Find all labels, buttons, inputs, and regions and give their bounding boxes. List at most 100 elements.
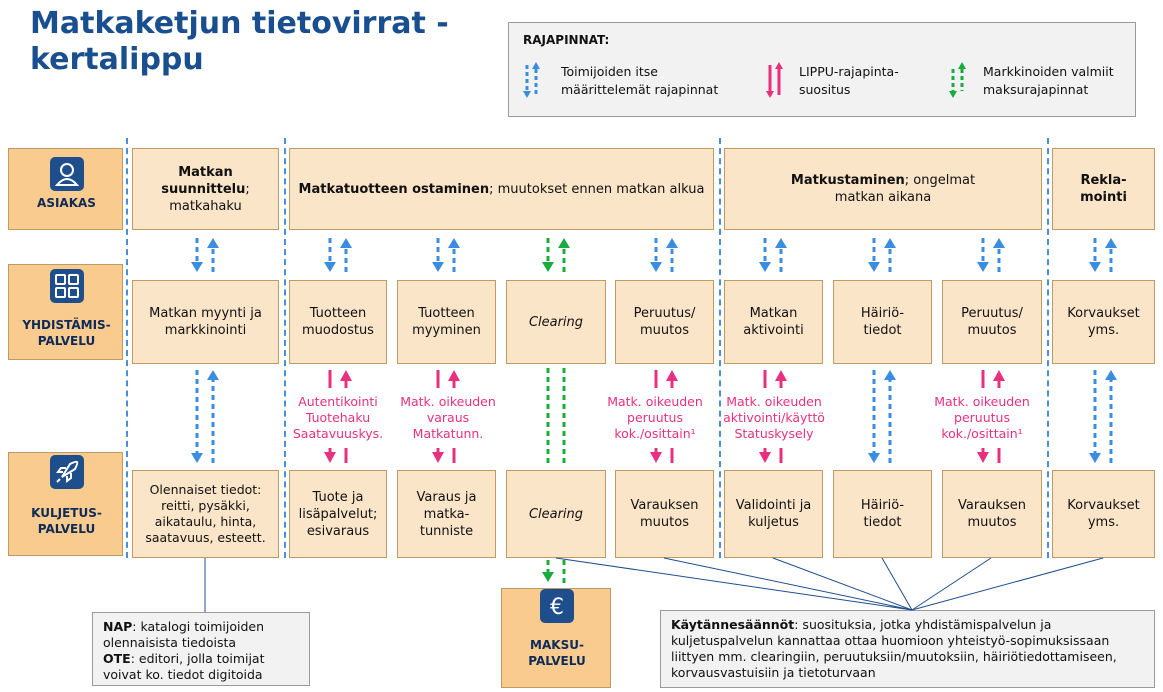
asiakas-reklamointi-box: Rekla-mointi <box>1052 148 1155 230</box>
title-line-1: Matkaketjun tietovirrat - <box>30 6 449 41</box>
yhdistamis-label: Matkan aktivointi <box>743 306 804 338</box>
kaytanto-connector-line <box>555 557 913 611</box>
reklamointi-label: Rekla-mointi <box>1080 173 1127 205</box>
pink-arrow-pair-down-head <box>977 452 989 463</box>
pink-arrow-pair-down-head <box>432 452 444 463</box>
blue-arrow-pair-top-down-head <box>1089 262 1101 272</box>
rocket-icon <box>50 455 84 489</box>
matkustaminen-rest: ; ongelmat matkan aikana <box>834 173 976 205</box>
actor-kuljetus-label-2: PALVELU <box>37 522 96 536</box>
actor-maksu-label-2: PALVELU <box>528 654 586 668</box>
blue-dashed-double-arrow-icon <box>523 62 540 98</box>
kuljetus-box: Häiriö-tiedot <box>833 470 932 558</box>
legend-item-pink: LIPPU-rajapinta-suositus <box>799 64 899 97</box>
kuljetus-label: Validointi ja kuljetus <box>735 498 812 530</box>
pink-arrow-pair-up-head <box>340 370 352 381</box>
green-arrow-pair-top-down-head <box>542 262 554 272</box>
yhdistamis-box: Peruutus/ muutos <box>942 280 1042 364</box>
legend-title: RAJAPINNAT: <box>523 33 610 47</box>
kuljetus-box: Korvaukset yms. <box>1052 470 1155 558</box>
yhdistamis-label: Peruutus/ muutos <box>633 306 696 338</box>
blue-arrow-pair-mid-up-head <box>1105 370 1117 380</box>
kaytanto-key: Käytännesäännöt <box>671 617 795 632</box>
yhdistamis-box: Matkan aktivointi <box>724 280 823 364</box>
ote-text: : editori, jolla toimijat voivat ko. tie… <box>103 651 265 682</box>
blue-arrow-pair-top-down-head <box>759 262 771 272</box>
kuljetus-label: Olennaiset tiedot: reitti, pysäkki, aika… <box>145 482 266 545</box>
nap-text: : katalogi toimijoiden olennaisista tied… <box>103 619 265 650</box>
yhdistamis-label: Tuotteen myyminen <box>412 306 481 338</box>
kuljetus-label: Häiriö-tiedot <box>860 498 905 530</box>
page-title: Matkaketjun tietovirrat - kertalippu <box>30 6 449 78</box>
blue-arrow-pair-top-down-head <box>977 262 989 272</box>
kuljetus-box: Varauksen muutos <box>615 470 714 558</box>
yhdistamis-box: Häiriö-tiedot <box>833 280 932 364</box>
kuljetus-label: Korvaukset yms. <box>1067 498 1140 530</box>
nap-note: NAP: katalogi toimijoiden olennaisista t… <box>92 612 310 686</box>
yhdistamis-box: Korvaukset yms. <box>1052 280 1155 364</box>
column-separator <box>126 138 128 558</box>
blue-arrow-pair-top-up-head <box>993 238 1005 248</box>
blue-arrow-pair-mid-down-head <box>1089 453 1101 463</box>
kuljetus-box: Validointi ja kuljetus <box>724 470 823 558</box>
blue-arrow-pair-top-up-head <box>448 238 460 248</box>
matkustaminen-bold: Matkustaminen <box>790 173 905 188</box>
user-icon <box>50 157 84 191</box>
blue-arrow-pair-top-down-head <box>432 262 444 272</box>
pink-label-aktivointi: Matk. oikeuden aktivointi/käyttö Statusk… <box>723 394 825 441</box>
yhdistamis-box: Tuotteen muodostus <box>289 280 387 364</box>
green-maksu-head <box>542 572 554 582</box>
column-separator <box>284 138 286 558</box>
legend-item-green: Markkinoiden valmiit maksurajapinnat <box>983 64 1114 97</box>
blue-arrow-pair-top-down-head <box>324 262 336 272</box>
actor-maksu-label-1: MAKSU- <box>530 638 584 652</box>
pink-arrow-pair-down-head <box>324 452 336 463</box>
kuljetus-box: Varauksen muutos <box>942 470 1042 558</box>
blue-arrow-pair-top-up-head <box>1105 238 1117 248</box>
legend-item-blue: Toimijoiden itse määrittelemät rajapinna… <box>561 64 719 97</box>
blue-arrow-pair-top-up-head <box>207 238 219 248</box>
blue-arrow-pair-top-up-head <box>775 238 787 248</box>
asiakas-matkustaminen-box: Matkustaminen; ongelmat matkan aikana <box>724 148 1042 230</box>
pink-label-peruutus: Matk. oikeuden peruutus kok./osittain¹ <box>607 394 703 441</box>
kuljetus-label: Tuote ja lisäpalvelut; esivaraus <box>298 489 378 539</box>
pink-arrow-pair-up-head <box>993 370 1005 381</box>
yhdistamis-label: Clearing <box>528 314 584 330</box>
kuljetus-box: Tuote ja lisäpalvelut; esivaraus <box>289 470 387 558</box>
kaytanto-connector-line <box>663 557 913 611</box>
kuljetus-label: Varaus ja matka-tunniste <box>416 489 477 539</box>
kaytanto-text: : suosituksia, jotka yhdistämispalvelun … <box>671 617 1117 680</box>
blue-arrow-pair-mid-down-head <box>868 453 880 463</box>
yhdistamis-box: Clearing <box>506 280 606 364</box>
yhdistamis-label: Matkan myynti ja markkinointi <box>149 306 262 338</box>
nap-key: NAP <box>103 619 133 634</box>
kaytanto-connector-line <box>911 557 992 611</box>
blue-arrow-pair-mid-up-head <box>884 370 896 380</box>
euro-icon: € <box>540 589 574 623</box>
kaytanto-connector-line <box>911 557 1104 611</box>
actor-maksupalvelu: € MAKSU- PALVELU <box>501 588 611 688</box>
blue-arrow-pair-mid-down-head <box>191 453 203 463</box>
blue-arrow-pair-top-down-head <box>650 262 662 272</box>
pink-arrow-pair-up-head <box>775 370 787 381</box>
kuljetus-box: Clearing <box>506 470 606 558</box>
ote-key: OTE <box>103 651 131 666</box>
kuljetus-box: Varaus ja matka-tunniste <box>397 470 496 558</box>
kuljetus-label: Varauksen muutos <box>630 498 699 530</box>
yhdistamis-box: Matkan myynti ja markkinointi <box>132 280 279 364</box>
kuljetus-label: Varauksen muutos <box>958 498 1026 530</box>
yhdistamis-label: Häiriö-tiedot <box>860 306 905 338</box>
pink-label-varaus: Matk. oikeuden varaus Matkatunn. <box>400 394 496 441</box>
suunnittelu-rest: ; matkahaku <box>169 181 250 214</box>
pink-arrow-pair-up-head <box>448 370 460 381</box>
blue-arrow-pair-top-up-head <box>340 238 352 248</box>
svg-text:€: € <box>550 595 564 620</box>
actor-kuljetuspalvelu: KULJETUS- PALVELU <box>8 452 123 556</box>
asiakas-suunnittelu-box: Matkan suunnittelu; matkahaku <box>132 148 279 230</box>
actor-yhdistamis-label-2: PALVELU <box>37 334 96 348</box>
suunnittelu-bold: Matkan suunnittelu <box>161 164 246 197</box>
pink-arrow-pair-down-head <box>759 452 771 463</box>
pink-label-peruutus-2: Matk. oikeuden peruutus kok./osittain¹ <box>934 394 1030 441</box>
kaytanto-connector-line <box>881 557 913 611</box>
